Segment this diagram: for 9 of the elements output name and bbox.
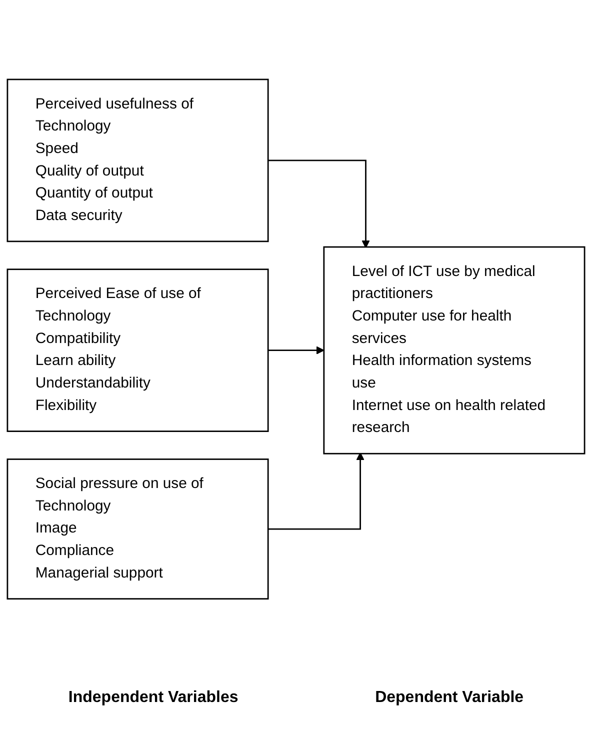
arrow bbox=[268, 160, 370, 249]
node-box: Perceived Ease of use of Technology Compatibility Learn ability Understandability Flexibility bbox=[6, 269, 269, 432]
variable-caption: Independent Variables bbox=[68, 689, 238, 707]
node-box: Social pressure on use of Technology Image Compliance Managerial support bbox=[6, 458, 269, 600]
variable-caption: Dependent Variable bbox=[375, 689, 524, 707]
node-box: Level of ICT use by medical practitioners Computer use for health services Health information systems use Internet use on health related research bbox=[323, 246, 586, 455]
arrow bbox=[268, 346, 324, 355]
arrow bbox=[268, 452, 364, 530]
node-box: Perceived usefulness of Technology Speed Quality of output Quantity of output Data security bbox=[6, 79, 269, 242]
